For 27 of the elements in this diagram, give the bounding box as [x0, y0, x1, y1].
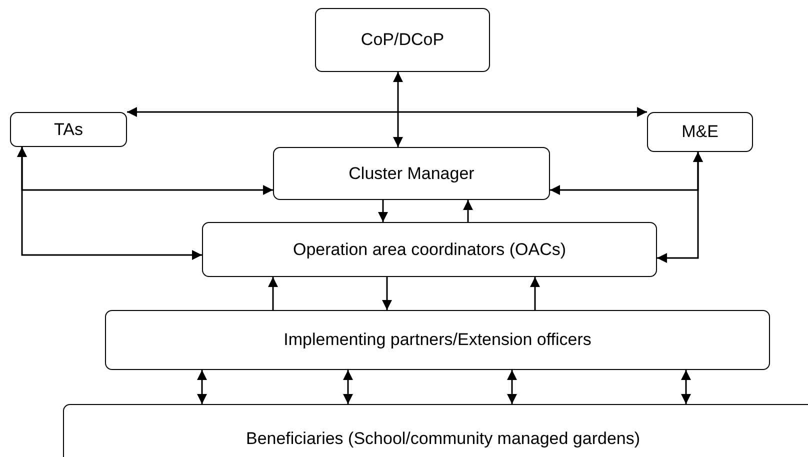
arrow [17, 147, 202, 260]
arrow [127, 107, 647, 117]
process-box [63, 404, 808, 457]
process-box [647, 112, 753, 152]
box-label: M&E [682, 122, 718, 142]
arrow [268, 277, 278, 310]
arrow [378, 200, 388, 222]
arrow [343, 370, 353, 404]
arrow [463, 200, 473, 222]
box-label: Implementing partners/Extension officers [284, 330, 592, 350]
process-box [202, 222, 657, 277]
box-label: TAs [54, 120, 83, 140]
arrow [197, 370, 207, 404]
box-label: Operation area coordinators (OACs) [292, 240, 566, 260]
box-label: Cluster Manager [348, 164, 474, 184]
arrow [393, 72, 403, 147]
box-label: Beneficiaries (School/community managed gardens) [246, 429, 640, 449]
process-box [315, 8, 490, 72]
box-label: CoP/DCoP [360, 30, 444, 50]
arrow [530, 277, 540, 310]
arrow [681, 370, 691, 404]
arrow [507, 370, 517, 404]
arrow [382, 277, 392, 310]
arrow [657, 152, 703, 263]
process-box [105, 310, 770, 370]
process-box [273, 147, 550, 200]
process-box [10, 112, 127, 147]
